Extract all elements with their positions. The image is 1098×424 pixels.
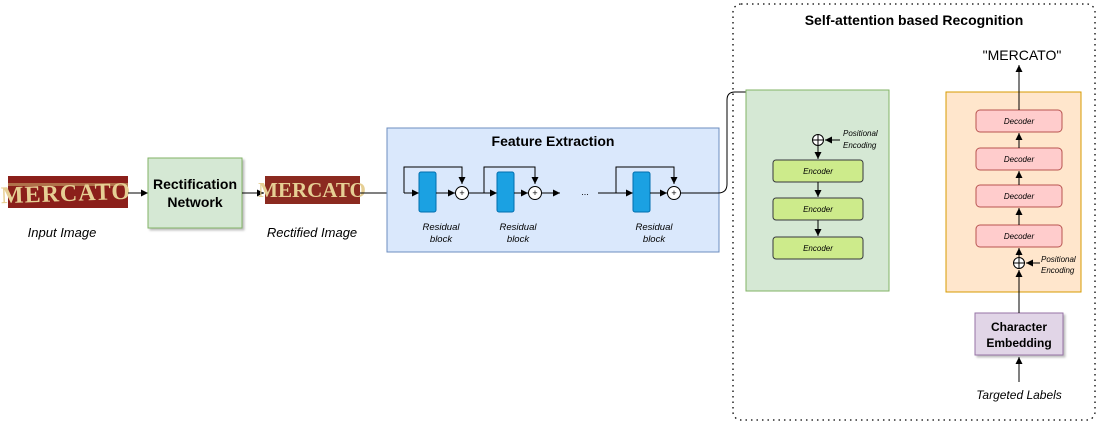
residual-layer-1 — [418, 171, 437, 213]
rectification-title-line1: Rectification — [153, 176, 237, 192]
decoder-1-label: Decoder — [1004, 232, 1035, 241]
residual-block-2-label-line1: Residual — [500, 222, 538, 233]
decoder-positional-label-line2: Encoding — [1041, 266, 1075, 275]
rectified-image-background — [265, 176, 360, 204]
decoder-3-label: Decoder — [1004, 155, 1035, 164]
skip-connection-1 — [403, 166, 466, 193]
encoder-positional-label-line2: Encoding — [843, 141, 877, 150]
decoder-4-label: Decoder — [1004, 117, 1035, 126]
input-image: MERCATO — [0, 176, 131, 209]
rectified-image: MERCATO — [258, 176, 366, 204]
residual-block-n-label-line2: block — [643, 234, 666, 245]
skip-connection-2 — [483, 166, 539, 193]
residual-block-2-label-line2: block — [507, 234, 530, 245]
encoder-positional-label-line1: Positional — [843, 129, 878, 138]
rectification-title-line2: Network — [167, 194, 222, 210]
ellipsis-more-blocks: ... — [581, 187, 589, 197]
add-node-1-symbol: + — [459, 188, 464, 198]
residual-layer-n — [632, 171, 651, 213]
residual-block-1-label-line1: Residual — [423, 222, 461, 233]
input-image-caption: Input Image — [28, 225, 97, 240]
decoder-2-label: Decoder — [1004, 192, 1035, 201]
rectified-image-caption: Rectified Image — [267, 225, 357, 240]
recognition-title: Self-attention based Recognition — [805, 12, 1024, 28]
encoder-3-label: Encoder — [803, 244, 833, 253]
feature-extraction-title: Feature Extraction — [492, 133, 615, 149]
input-image-background — [8, 176, 128, 208]
encoder-1-label: Encoder — [803, 167, 833, 176]
character-embedding-line2: Embedding — [986, 336, 1051, 350]
skip-connection-n — [615, 166, 678, 193]
targeted-labels-caption: Targeted Labels — [976, 388, 1062, 402]
encoder-3 — [772, 236, 864, 260]
rectification-network-box — [147, 157, 243, 229]
residual-block-2: + Residual block — [483, 166, 542, 245]
residual-block-1-label-line2: block — [430, 234, 453, 245]
residual-block-1: + Residual block — [403, 166, 469, 245]
residual-block-n: + Residual block — [615, 166, 681, 245]
add-node-2-symbol: + — [532, 188, 537, 198]
decoder-positional-label-line1: Positional — [1041, 255, 1076, 264]
encoder-2-label: Encoder — [803, 205, 833, 214]
character-embedding-line1: Character — [991, 320, 1047, 334]
rectified-image-word: MERCATO — [258, 178, 366, 202]
output-text: "MERCATO" — [983, 47, 1062, 63]
character-embedding-box — [974, 312, 1064, 356]
add-node-n-symbol: + — [671, 188, 676, 198]
input-image-word: MERCATO — [0, 179, 131, 210]
residual-block-n-label-line1: Residual — [636, 222, 674, 233]
residual-layer-2 — [496, 171, 515, 213]
